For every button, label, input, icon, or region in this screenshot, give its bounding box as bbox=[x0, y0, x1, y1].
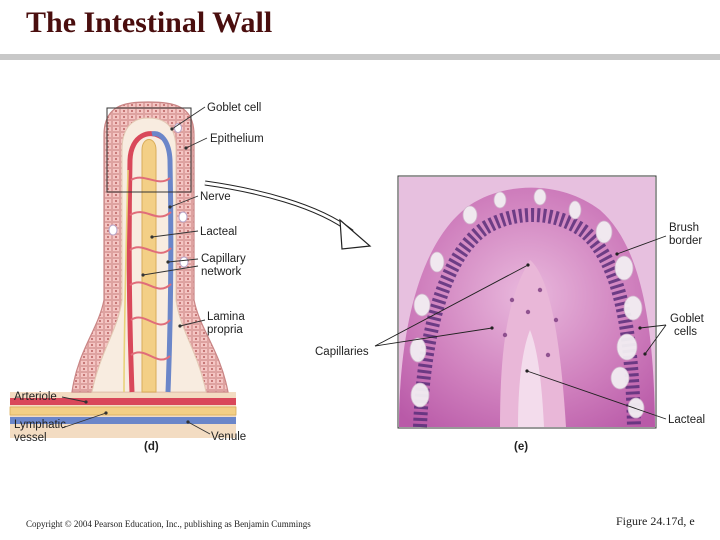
label-venule: Venule bbox=[211, 431, 246, 443]
goblet-cells-sketch bbox=[108, 123, 189, 268]
capillary-network bbox=[129, 176, 172, 361]
panel-label-e: (e) bbox=[514, 441, 528, 453]
label-goblet-cells-2: cells bbox=[674, 326, 697, 338]
zoom-box bbox=[106, 107, 192, 193]
label-capillary-network-1: Capillary bbox=[201, 253, 246, 265]
label-goblet-cell: Goblet cell bbox=[207, 102, 261, 114]
villus-micrograph bbox=[397, 175, 657, 429]
copyright-notice: Copyright © 2004 Pearson Education, Inc.… bbox=[26, 519, 311, 529]
label-lamina-propria-2: propria bbox=[207, 324, 243, 336]
zoom-arrow bbox=[204, 180, 372, 250]
panel-label-d: (d) bbox=[144, 441, 159, 453]
label-brush-border-2: border bbox=[669, 235, 702, 247]
label-arteriole: Arteriole bbox=[14, 391, 57, 403]
label-capillaries: Capillaries bbox=[315, 346, 369, 358]
arteriole-branch bbox=[126, 131, 165, 393]
label-capillary-network-2: network bbox=[201, 266, 242, 278]
label-lymphatic-vessel-2: vessel bbox=[14, 432, 47, 444]
nerve-fiber bbox=[123, 169, 129, 393]
label-epithelium: Epithelium bbox=[210, 133, 264, 145]
leader-dots-d bbox=[84, 127, 190, 424]
arteriole-horizontal bbox=[10, 398, 236, 405]
leader-lines-e bbox=[374, 235, 667, 420]
figure-reference: Figure 24.17d, e bbox=[616, 514, 695, 528]
venule-branch bbox=[151, 131, 174, 393]
label-lymphatic-vessel-1: Lymphatic bbox=[14, 419, 66, 431]
venule-horizontal bbox=[10, 417, 236, 424]
leader-lines-d bbox=[61, 106, 211, 435]
lacteal-vessel bbox=[141, 139, 157, 393]
label-goblet-cells-1: Goblet bbox=[670, 313, 705, 325]
label-lacteal-d: Lacteal bbox=[200, 226, 237, 238]
label-lamina-propria-1: Lamina bbox=[207, 311, 245, 323]
villus-illustration bbox=[9, 101, 237, 438]
leader-dots-e bbox=[490, 252, 647, 373]
label-nerve: Nerve bbox=[200, 191, 231, 203]
label-lacteal-e: Lacteal bbox=[668, 414, 705, 426]
label-brush-border-1: Brush bbox=[669, 222, 699, 234]
lymphatic-horizontal bbox=[9, 406, 237, 416]
slide-title: The Intestinal Wall bbox=[26, 6, 273, 39]
title-divider bbox=[0, 54, 720, 60]
